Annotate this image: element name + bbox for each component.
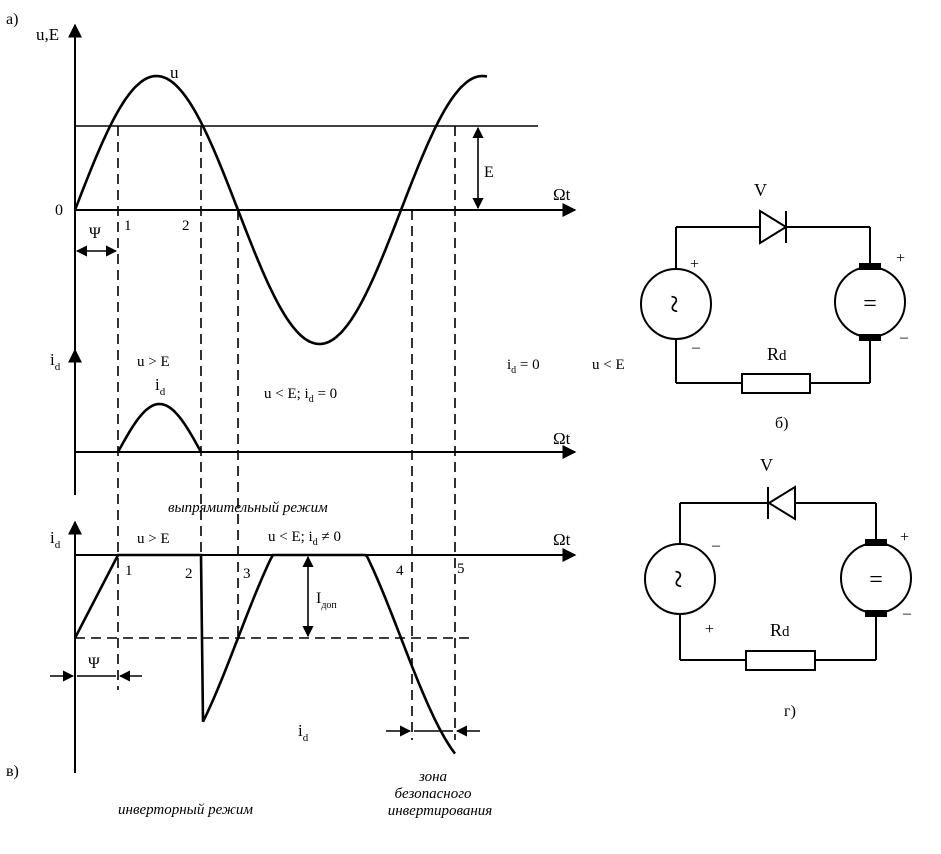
circuit-b-motor-brush-bottom — [859, 334, 881, 341]
circuit-b-resistor-icon — [741, 373, 811, 394]
circuit-g-motor-top-sign: + — [900, 529, 909, 546]
graph-a-point-1: 1 — [124, 218, 132, 234]
circuit-b-motor-brush-top — [859, 263, 881, 270]
graph-c-y-label: id — [50, 528, 61, 551]
graph-c-point-5: 5 — [457, 561, 465, 577]
graph-c-idop-label: Iдоп — [316, 590, 337, 611]
circuit-b-diode-icon — [759, 209, 788, 245]
graph-a-u-label: u — [170, 63, 179, 82]
graph-c-cond-1: u > E — [137, 531, 170, 547]
graph-b-id-label: id — [155, 375, 166, 398]
circuit-g-diode-label: V — [760, 455, 773, 475]
graph-a-u-curve — [73, 74, 488, 346]
graph-b-x-label: Ωt — [553, 429, 571, 448]
circuit-b-src-top-sign: + — [690, 256, 699, 273]
graph-c-cond-2: u < E; id ≠ 0 — [268, 529, 341, 548]
circuit-g-resistor-icon — [745, 650, 816, 671]
panel-label-a: а) — [6, 11, 18, 28]
graph-c-id-curve — [73, 553, 457, 755]
panel-label-g: г) — [784, 703, 796, 720]
circuit-b-resistor-label: Rd — [767, 344, 787, 364]
graph-a-x-label: Ωt — [553, 185, 571, 204]
graph-b-cond-1: u > E — [137, 354, 170, 370]
graph-a-psi-label: Ψ — [89, 225, 101, 242]
panel-label-v: в) — [6, 763, 19, 780]
circuit-b-ac-symbol: ~ — [655, 295, 692, 313]
circuit-b-diode-label: V — [754, 180, 767, 200]
circuit-b-motor-bottom-sign: – — [899, 329, 909, 346]
graph-b-cond-2: u < E; id = 0 — [264, 386, 337, 405]
graph-c-point-1: 1 — [125, 563, 133, 579]
graph-b-y-label: id — [50, 350, 61, 373]
graph-c-psi-label: Ψ — [88, 655, 100, 672]
graph-c-point-4: 4 — [396, 563, 404, 579]
graph-c-zone-line-1: зона — [418, 769, 447, 785]
circuit-b-ac-source-icon — [640, 268, 712, 340]
circuit-g-ac-source-icon — [644, 543, 716, 615]
graph-c-mode-label: инверторный режим — [118, 802, 253, 818]
graph-c-zone-line-2: безопасного — [394, 786, 472, 802]
circuit-g: V ~ – + = + – Rd г) — [644, 455, 912, 720]
circuit-g-diode-icon — [767, 485, 796, 521]
graph-a-y-label: u,E — [36, 25, 59, 44]
circuit-b: V ~ + – = + – Rd б) — [640, 180, 909, 432]
graph-c-id-label: id — [298, 721, 309, 744]
circuit-b-dc-symbol: = — [863, 291, 877, 317]
circuit-g-src-bottom-sign: + — [705, 621, 714, 638]
circuit-g-motor-brush-bottom — [865, 610, 887, 617]
graph-a-e-label: E — [484, 164, 494, 181]
circuit-b-motor-top-sign: + — [896, 250, 905, 267]
graph-a-point-2: 2 — [182, 218, 190, 234]
circuit-g-dc-symbol: = — [869, 567, 883, 593]
graph-b-right-cond-u: u < E — [592, 357, 625, 373]
circuit-g-motor-brush-top — [865, 539, 887, 546]
circuit-g-src-top-sign: – — [711, 537, 721, 554]
circuit-b-src-bottom-sign: – — [691, 339, 701, 356]
graph-c-x-label: Ωt — [553, 530, 571, 549]
graph-b-right-cond-id: id = 0 — [507, 357, 540, 376]
graph-b-id-curve — [116, 402, 203, 453]
graph-c-zone-line-3: инвертирования — [388, 803, 493, 819]
graph-c-point-3: 3 — [243, 566, 251, 582]
circuit-g-ac-symbol: ~ — [659, 570, 696, 588]
graph-b-mode-label: выпрямительный режим — [168, 500, 328, 516]
graph-c-point-2: 2 — [185, 566, 193, 582]
circuit-g-motor-bottom-sign: – — [902, 605, 912, 622]
panel-label-b: б) — [775, 415, 788, 432]
graph-a-origin: 0 — [55, 202, 63, 219]
circuit-g-resistor-label: Rd — [770, 620, 790, 640]
